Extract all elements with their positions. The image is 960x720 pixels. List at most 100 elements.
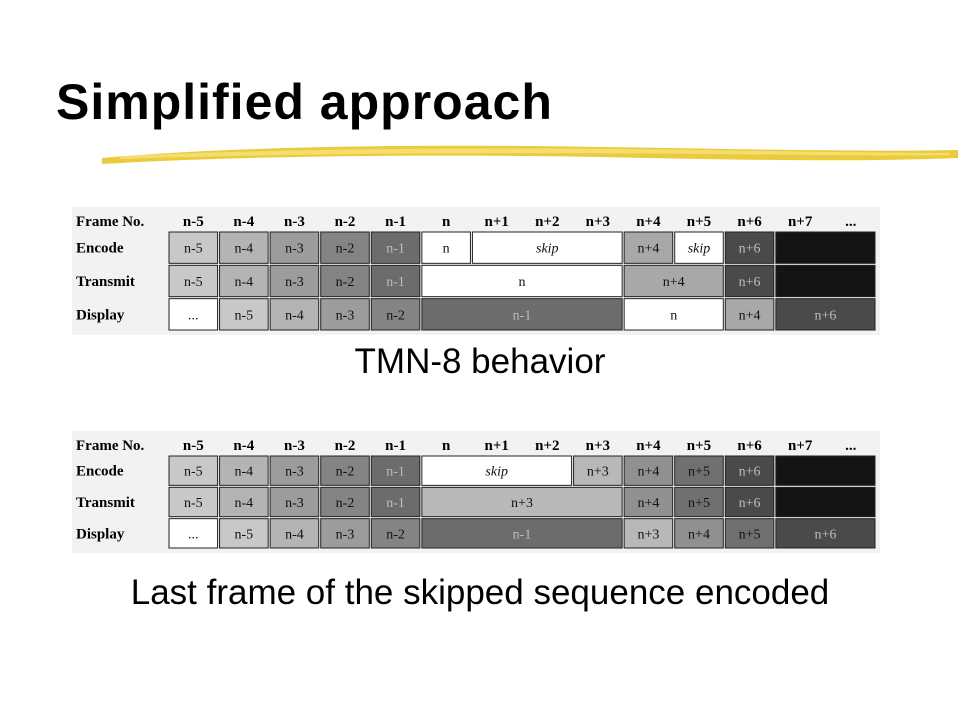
cell-text-display-0: ... xyxy=(188,527,199,542)
cell-text-encode-2: n-3 xyxy=(285,465,304,480)
row-label-encode: Encode xyxy=(76,241,124,257)
cell-display-1 xyxy=(219,298,269,331)
cell-transmit-5 xyxy=(421,486,623,518)
cell-encode-4 xyxy=(370,455,421,486)
cell-display-3 xyxy=(320,298,370,331)
cell-text-display-4: n-2 xyxy=(386,308,405,323)
cell-encode-0 xyxy=(168,231,219,264)
cell-transmit-4 xyxy=(370,264,421,298)
cell-transmit-0 xyxy=(168,486,219,518)
column-header-10: n+5 xyxy=(687,214,711,230)
cell-text-transmit-2: n-3 xyxy=(285,275,304,290)
column-header-11: n+6 xyxy=(737,438,762,454)
cell-text-display-3: n-3 xyxy=(336,308,355,323)
cell-encode-6 xyxy=(471,231,623,264)
cell-encode-6 xyxy=(573,455,623,486)
cell-text-transmit-8: n+6 xyxy=(739,496,761,511)
column-header-12: n+7 xyxy=(788,438,813,454)
cell-display-6 xyxy=(623,518,674,549)
column-header-0: n-5 xyxy=(183,214,204,230)
cell-encode-0 xyxy=(168,455,219,486)
cell-text-display-7: n+4 xyxy=(739,308,761,323)
cell-text-display-9: n+6 xyxy=(814,527,836,542)
column-header-9: n+4 xyxy=(636,214,661,230)
cell-display-8 xyxy=(724,518,775,549)
header-frame-no: Frame No. xyxy=(76,214,145,230)
cell-transmit-8 xyxy=(724,486,775,518)
cell-transmit-6 xyxy=(623,264,724,298)
cell-text-display-1: n-5 xyxy=(235,527,254,542)
column-header-4: n-1 xyxy=(385,214,406,230)
cell-text-encode-8: n+5 xyxy=(688,465,710,480)
cell-transmit-2 xyxy=(269,486,320,518)
column-header-2: n-3 xyxy=(284,438,305,454)
column-header-11: n+6 xyxy=(737,214,762,230)
column-header-10: n+5 xyxy=(687,438,711,454)
cell-encode-7 xyxy=(623,231,674,264)
cell-encode-2 xyxy=(269,231,320,264)
cell-encode-8 xyxy=(674,231,724,264)
cell-text-transmit-3: n-2 xyxy=(336,496,355,511)
column-header-3: n-2 xyxy=(335,214,356,230)
cell-text-encode-4: n-1 xyxy=(386,465,405,480)
cell-text-display-4: n-2 xyxy=(386,527,405,542)
cell-encode-9 xyxy=(724,231,775,264)
cell-transmit-2 xyxy=(269,264,320,298)
cell-text-transmit-6: n+4 xyxy=(637,496,659,511)
cell-encode-10 xyxy=(775,455,876,486)
cell-text-encode-8: skip xyxy=(688,242,711,257)
cell-text-display-0: ... xyxy=(188,308,199,323)
cell-text-transmit-2: n-3 xyxy=(285,496,304,511)
cell-text-encode-5: skip xyxy=(485,465,508,480)
row-label-display: Display xyxy=(76,307,125,323)
cell-display-4 xyxy=(370,298,421,331)
cell-text-encode-9: n+6 xyxy=(739,242,761,257)
column-header-9: n+4 xyxy=(636,438,661,454)
cell-transmit-7 xyxy=(724,264,775,298)
cell-encode-7 xyxy=(623,455,674,486)
cell-encode-5 xyxy=(421,231,471,264)
underline-brush-highlight xyxy=(120,148,950,159)
cell-encode-10 xyxy=(775,231,876,264)
column-header-7: n+2 xyxy=(535,214,559,230)
cell-transmit-1 xyxy=(219,486,269,518)
cell-encode-4 xyxy=(370,231,421,264)
cell-text-encode-7: n+4 xyxy=(637,242,659,257)
column-header-4: n-1 xyxy=(385,438,406,454)
cell-text-transmit-3: n-2 xyxy=(336,275,355,290)
cell-text-display-3: n-3 xyxy=(336,527,355,542)
cell-text-display-8: n+6 xyxy=(814,308,836,323)
cell-text-transmit-4: n-1 xyxy=(386,496,405,511)
cell-encode-1 xyxy=(219,455,269,486)
cell-text-encode-3: n-2 xyxy=(336,465,355,480)
cell-text-encode-1: n-4 xyxy=(235,465,254,480)
cell-text-encode-0: n-5 xyxy=(184,242,203,257)
cell-text-display-5: n-1 xyxy=(513,308,532,323)
cell-transmit-3 xyxy=(320,486,370,518)
cell-encode-1 xyxy=(219,231,269,264)
caption-last-frame-encoded: Last frame of the skipped sequence encod… xyxy=(130,573,830,612)
cell-transmit-9 xyxy=(775,486,876,518)
cell-text-display-2: n-4 xyxy=(285,308,304,323)
column-header-13: ... xyxy=(845,438,857,454)
cell-text-display-1: n-5 xyxy=(235,308,254,323)
column-header-12: n+7 xyxy=(788,214,813,230)
cell-text-transmit-0: n-5 xyxy=(184,496,203,511)
cell-text-encode-5: n xyxy=(443,242,450,257)
column-header-8: n+3 xyxy=(586,438,610,454)
header-frame-no: Frame No. xyxy=(76,438,145,454)
cell-encode-3 xyxy=(320,455,370,486)
cell-encode-3 xyxy=(320,231,370,264)
row-label-display: Display xyxy=(76,526,125,542)
cell-transmit-0 xyxy=(168,264,219,298)
cell-transmit-1 xyxy=(219,264,269,298)
cell-text-display-6: n xyxy=(670,308,677,323)
cell-text-display-8: n+5 xyxy=(739,527,761,542)
column-header-6: n+1 xyxy=(485,214,509,230)
column-header-7: n+2 xyxy=(535,438,559,454)
column-header-2: n-3 xyxy=(284,214,305,230)
cell-transmit-6 xyxy=(623,486,674,518)
column-header-13: ... xyxy=(845,214,857,230)
